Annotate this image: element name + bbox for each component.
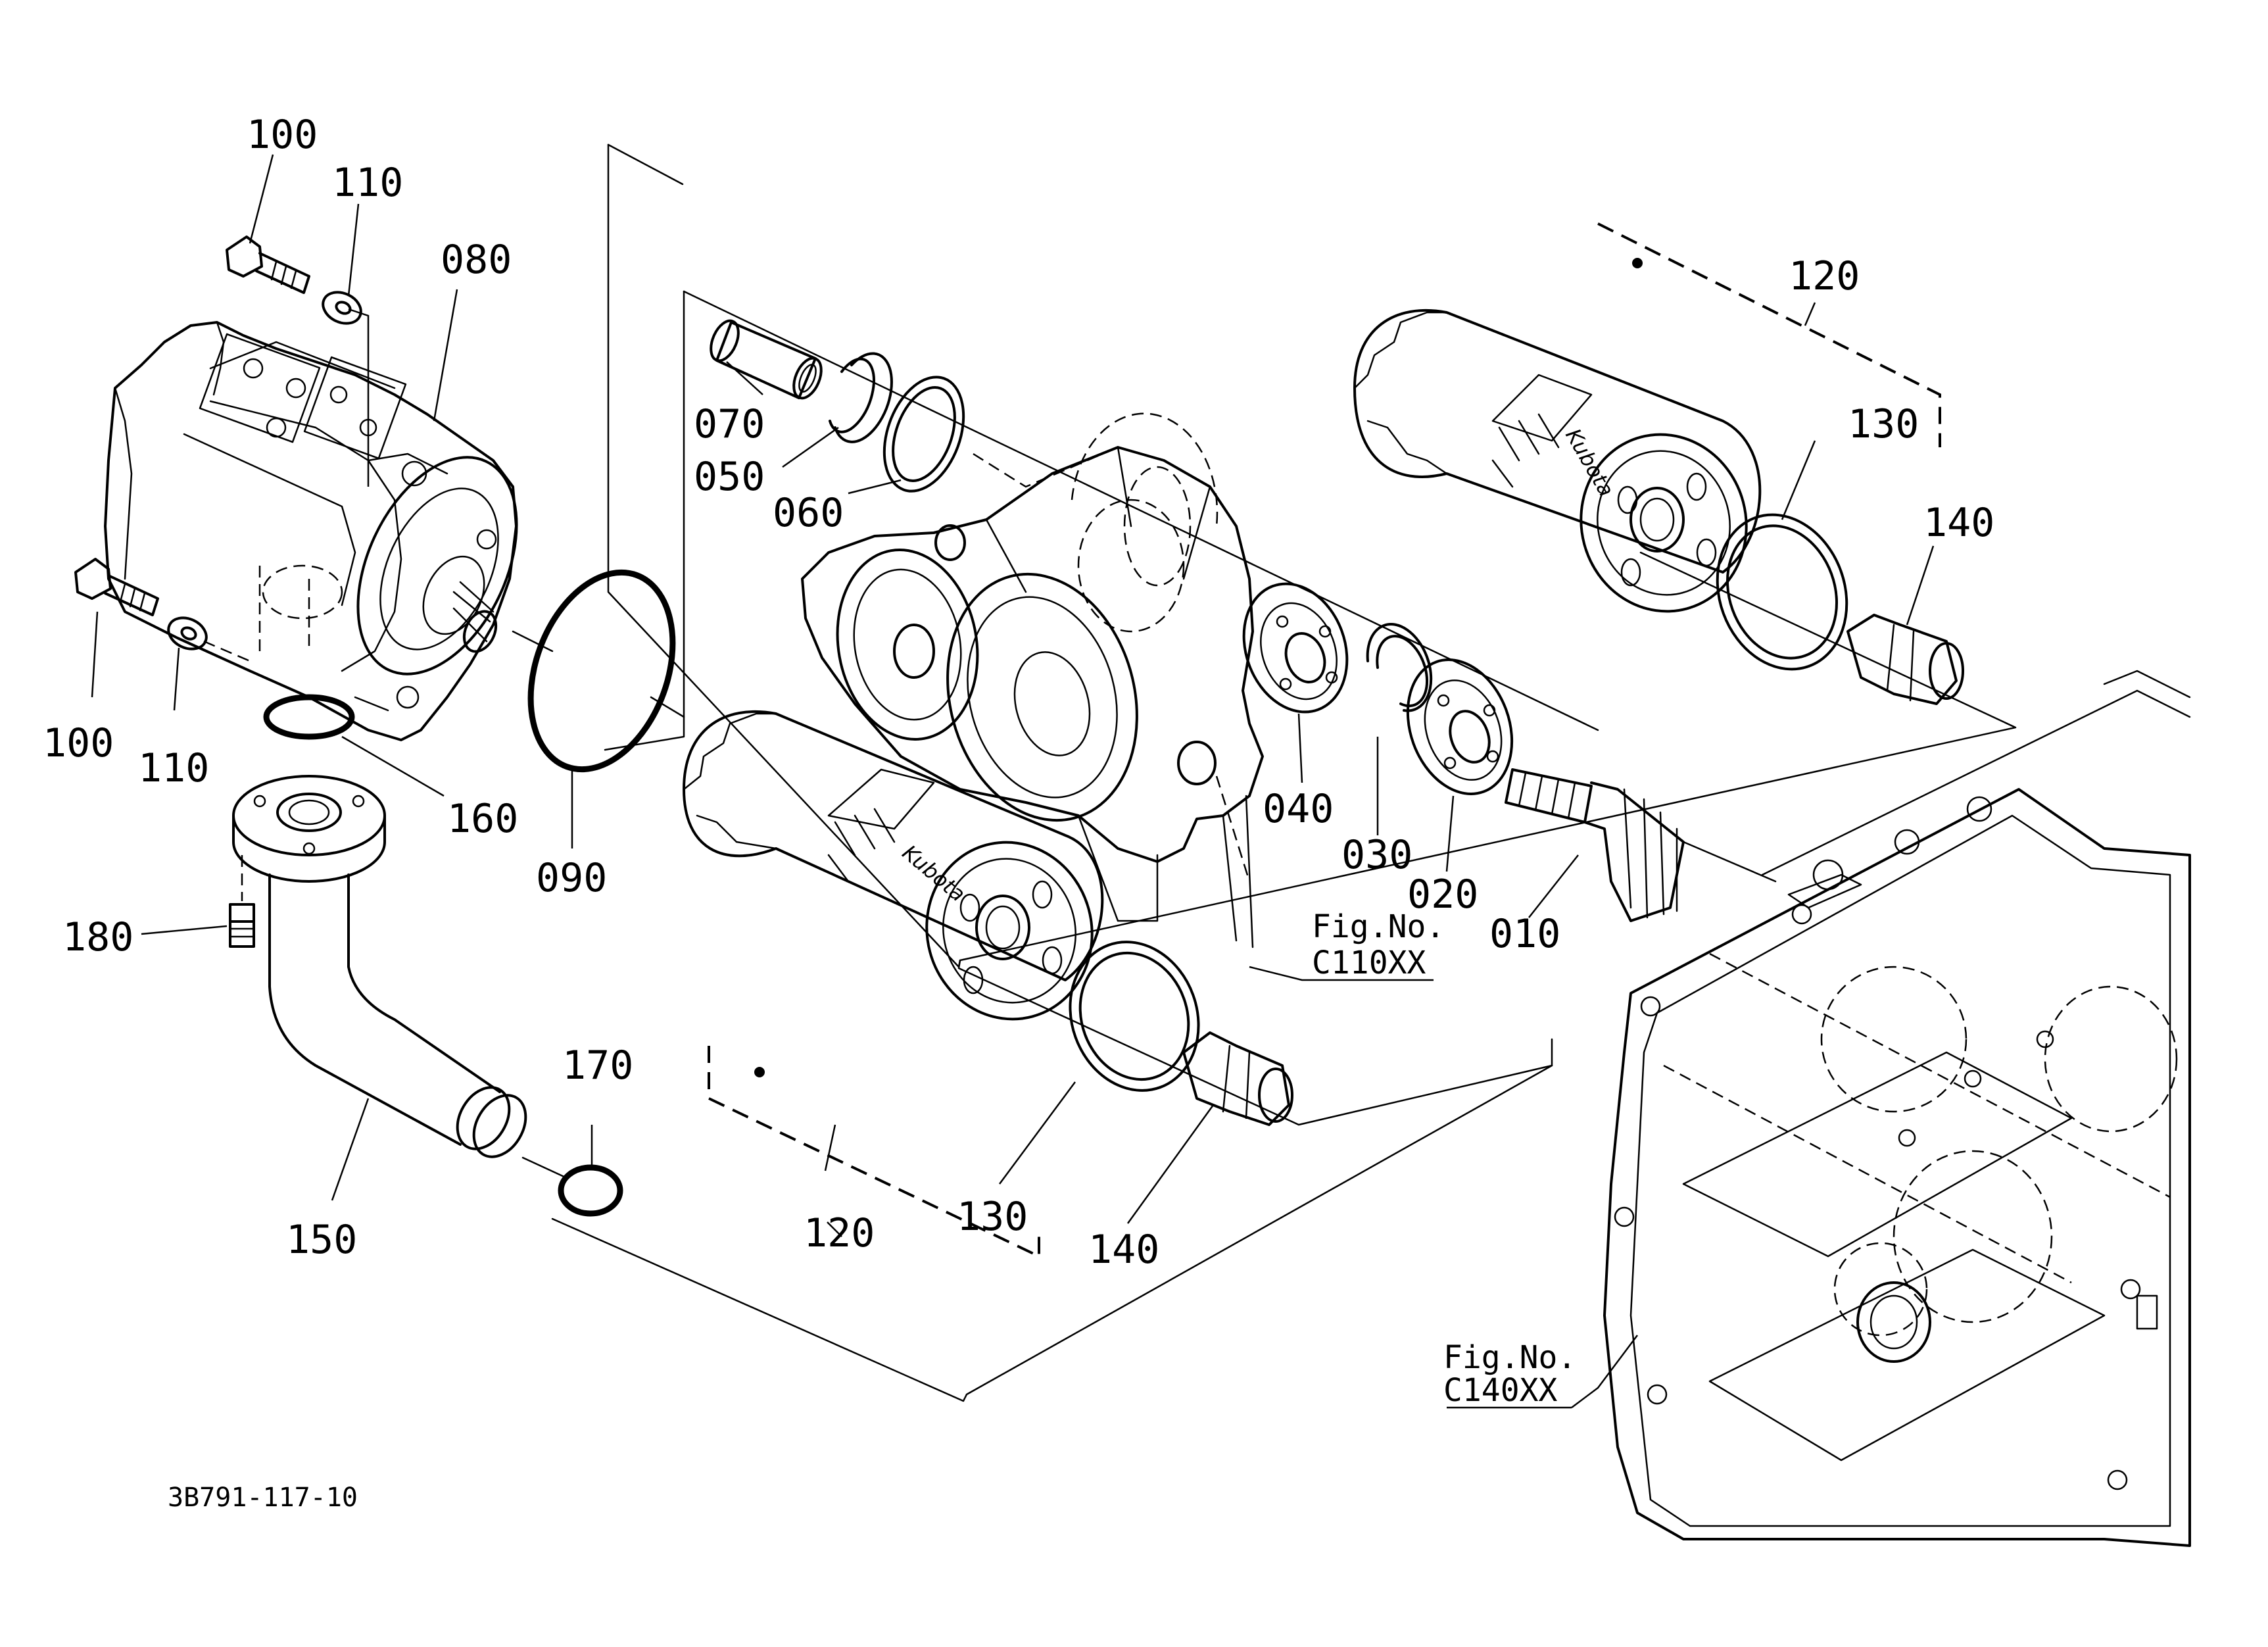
hydraulic-pump-080	[104, 321, 518, 741]
label-040: 040	[1263, 786, 1334, 832]
oil-filter-120-bottom: Kubota	[683, 710, 1104, 1021]
label-170: 170	[562, 1043, 633, 1089]
part-labels: 100 110 080 070 050 060 100 110 160 090 …	[43, 112, 1994, 1273]
assembly-frame-outline	[551, 143, 2017, 1402]
bracket-120-bottom	[708, 1046, 1040, 1259]
nipple-140-bottom	[1182, 1031, 1293, 1126]
nipple-140-top	[1846, 614, 1964, 705]
label-140-bottom: 140	[1088, 1227, 1159, 1273]
bullet-120-top	[1632, 258, 1643, 268]
label-160: 160	[447, 796, 518, 842]
snap-ring-030	[1366, 623, 1433, 712]
label-050: 050	[694, 454, 765, 500]
transmission-case	[1603, 670, 2191, 1547]
label-120-bottom: 120	[804, 1210, 875, 1256]
o-ring-090	[527, 569, 676, 773]
filter-brand-top: Kubota	[1560, 424, 1619, 501]
oil-filter-120-top: Kubota	[1353, 308, 1762, 613]
fig-ref-c140-code: C140XX	[1443, 1372, 1557, 1409]
o-ring-170	[558, 1164, 623, 1217]
fig-ref-c140-title: Fig.No.	[1443, 1339, 1576, 1376]
label-010: 010	[1489, 911, 1560, 957]
label-070: 070	[694, 401, 765, 447]
label-030: 030	[1341, 832, 1412, 878]
washer-110-top	[322, 291, 362, 325]
label-080: 080	[441, 237, 512, 283]
label-130-top: 130	[1848, 401, 1919, 447]
fig-ref-c110-code: C110XX	[1312, 945, 1426, 981]
figure-ref-c140: Fig.No. C140XX	[1443, 1339, 1576, 1409]
figure-ref-c110: Fig.No. C110XX	[1312, 908, 1445, 981]
label-060: 060	[773, 490, 844, 536]
label-100-left: 100	[43, 720, 114, 766]
label-180: 180	[62, 914, 133, 960]
bevel-gear-010	[1505, 768, 1777, 922]
filter-seal-130-bottom	[1069, 941, 1200, 1092]
bolt-100-top	[226, 235, 310, 294]
drawing-code: 3B791-117-10	[168, 1483, 358, 1513]
label-090: 090	[536, 855, 607, 901]
seal-ring-060	[882, 376, 965, 493]
bearing-020	[1406, 658, 1514, 795]
bearing-040	[1242, 582, 1349, 714]
bolt-100-left	[74, 558, 159, 616]
label-130-bottom: 130	[957, 1194, 1028, 1240]
bracket-120-top	[1597, 222, 1941, 447]
label-100-top: 100	[247, 112, 318, 158]
label-120-top: 120	[1789, 253, 1860, 299]
label-150: 150	[286, 1217, 357, 1263]
filter-brand-bottom: Kubota	[898, 840, 971, 906]
housing-case	[801, 412, 1264, 948]
o-ring-160	[263, 694, 355, 740]
label-110-top: 110	[332, 160, 403, 206]
snap-ring-050	[829, 352, 893, 443]
bullet-120-bottom	[754, 1067, 765, 1077]
label-020: 020	[1407, 872, 1478, 918]
suction-pipe-150	[232, 775, 527, 1158]
screw-180	[229, 855, 255, 948]
leader-lines	[91, 154, 1935, 1409]
label-110-left: 110	[138, 745, 209, 791]
fig-ref-c110-title: Fig.No.	[1312, 908, 1445, 945]
pipe-070	[710, 319, 823, 400]
filter-seal-130-top	[1716, 513, 1848, 671]
label-140-top: 140	[1923, 500, 1994, 546]
